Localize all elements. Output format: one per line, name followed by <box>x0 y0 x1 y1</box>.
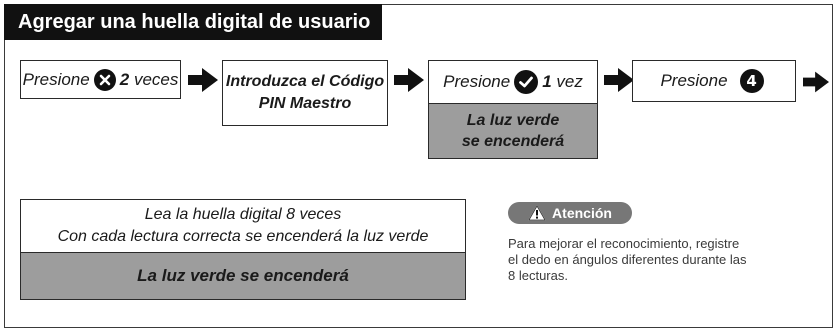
step-2-box: Introduzca el Código PIN Maestro <box>222 60 388 126</box>
attention-text: Para mejorar el reconocimiento, registre… <box>508 236 798 284</box>
step-1-text: Presione 2 veces <box>21 61 180 98</box>
attention-line-1: Para mejorar el reconocimiento, registre <box>508 236 740 251</box>
attention-line-2: el dedo en ángulos diferentes durante la… <box>508 252 747 267</box>
step-1-count: 2 <box>119 69 130 89</box>
step-4-text: Presione 4 <box>633 61 795 101</box>
arrow-right-icon <box>188 68 218 92</box>
attention-badge: Atención <box>508 202 632 224</box>
reading-result-text: La luz verde se encenderá <box>137 266 349 285</box>
step-3-prefix: Presione <box>443 72 511 91</box>
step-2-line-2: PIN Maestro <box>258 95 352 112</box>
step-3-note-line-2: se encenderá <box>461 133 565 150</box>
reading-result-box: La luz verde se encenderá <box>20 252 466 300</box>
number-4-circle-icon: 4 <box>739 69 764 93</box>
attention-line-3: 8 lecturas. <box>508 268 568 283</box>
step-1-prefix: Presione <box>22 69 90 89</box>
step-4-prefix: Presione <box>660 71 728 90</box>
step-3-note-line-1: La luz verde <box>466 112 560 129</box>
step-3-suffix: vez <box>556 72 583 91</box>
attention-label: Atención <box>552 205 612 221</box>
arrow-right-icon <box>604 68 634 92</box>
step-1-box: Presione 2 veces <box>20 60 181 99</box>
step-3-box: Presione 1 vez <box>428 60 598 104</box>
arrow-right-icon <box>394 68 424 92</box>
step-2-line-1: Introduzca el Código <box>225 73 385 90</box>
warning-triangle-icon <box>528 205 546 221</box>
check-circle-icon <box>514 70 539 94</box>
x-circle-icon <box>93 68 116 91</box>
step-3-note-box: La luz verde se encenderá <box>428 104 598 159</box>
reading-line-2: Con cada lectura correcta se encenderá l… <box>57 228 429 245</box>
reading-box: Lea la huella digital 8 veces Con cada l… <box>20 199 466 253</box>
step-1-suffix: veces <box>133 69 179 89</box>
step-3-count: 1 <box>542 72 552 91</box>
step-4-box: Presione 4 <box>632 60 796 102</box>
step-3-text: Presione 1 vez <box>429 61 597 103</box>
reading-line-1: Lea la huella digital 8 veces <box>144 206 342 223</box>
page-title: Agregar una huella digital de usuario <box>4 4 382 40</box>
arrow-right-icon <box>803 71 829 93</box>
instruction-frame <box>4 4 833 328</box>
